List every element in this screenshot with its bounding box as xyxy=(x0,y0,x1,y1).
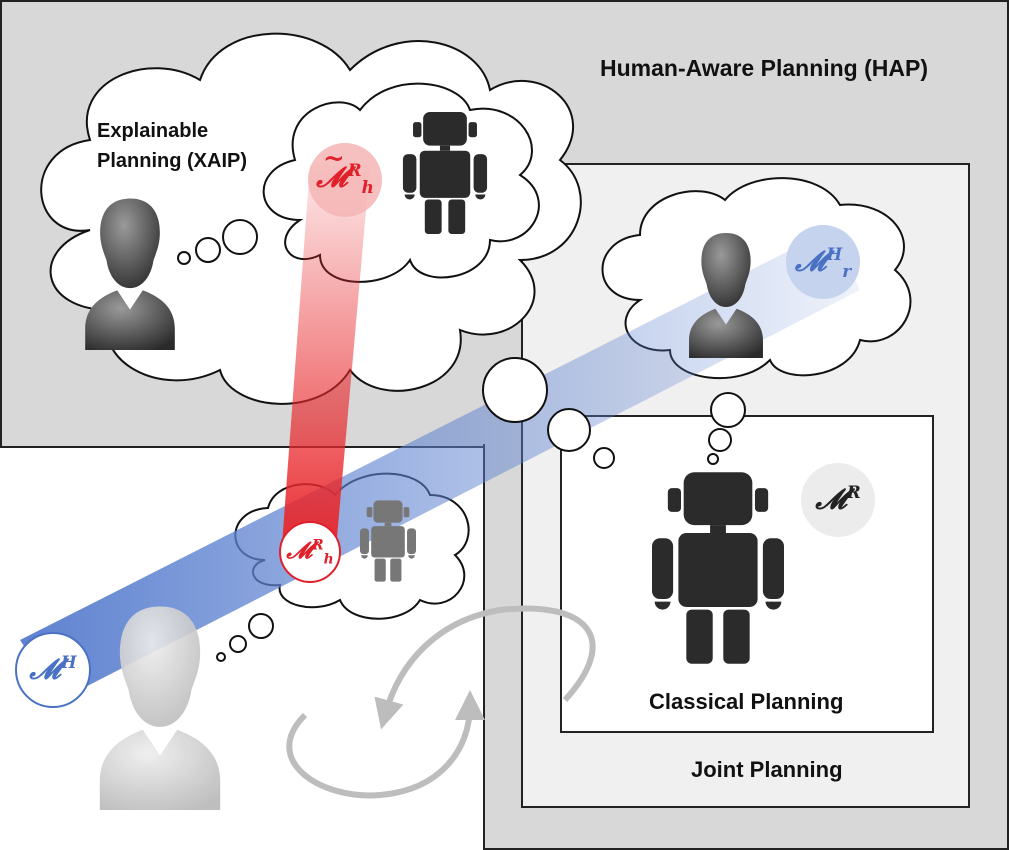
model-mhr-base: 𝓜 xyxy=(286,537,313,564)
model-label-mr: 𝓜R xyxy=(808,484,868,513)
model-mh-base: 𝓜 xyxy=(29,652,61,686)
xaip-label-line2: Planning (XAIP) xyxy=(97,150,247,172)
xaip-label-line1: Explainable xyxy=(97,120,209,142)
model-tilde-sub: h xyxy=(361,176,374,197)
model-mrh-sub: r xyxy=(842,260,852,281)
hap-label: Human-Aware Planning (HAP) xyxy=(600,55,928,81)
model-mr-sup: R xyxy=(846,482,861,502)
model-label-mhr: 𝓜Rh xyxy=(284,537,336,568)
model-label-mh: 𝓜H xyxy=(23,654,83,683)
model-tilde-base: 𝓜 xyxy=(316,160,348,194)
joint-planning-label: Joint Planning xyxy=(691,757,843,782)
model-circle-mr xyxy=(801,463,875,537)
model-circle-mhr xyxy=(279,521,341,583)
model-circle-tilde xyxy=(308,143,382,217)
human-model-beam xyxy=(20,230,860,700)
model-label-mrh: 𝓜Hr xyxy=(793,246,853,280)
cycle-arrows-icon xyxy=(286,605,596,799)
model-mhr-sup: R xyxy=(312,537,324,554)
model-mrh-base: 𝓜 xyxy=(794,244,827,278)
model-circle-mh xyxy=(15,632,91,708)
robot-model-beam xyxy=(282,165,370,560)
model-mrh-sup: H xyxy=(826,244,843,264)
model-circle-mrh xyxy=(786,225,860,299)
model-tilde-sup: R xyxy=(347,160,362,180)
model-tilde-mark: ~ xyxy=(323,144,345,174)
classical-planning-label: Classical Planning xyxy=(649,689,844,714)
model-mh-sup: H xyxy=(60,652,77,672)
model-mr-base: 𝓜 xyxy=(815,482,847,516)
model-mhr-sub: h xyxy=(323,551,334,568)
model-label-tilde: 𝓜Rh ~ xyxy=(315,146,375,197)
